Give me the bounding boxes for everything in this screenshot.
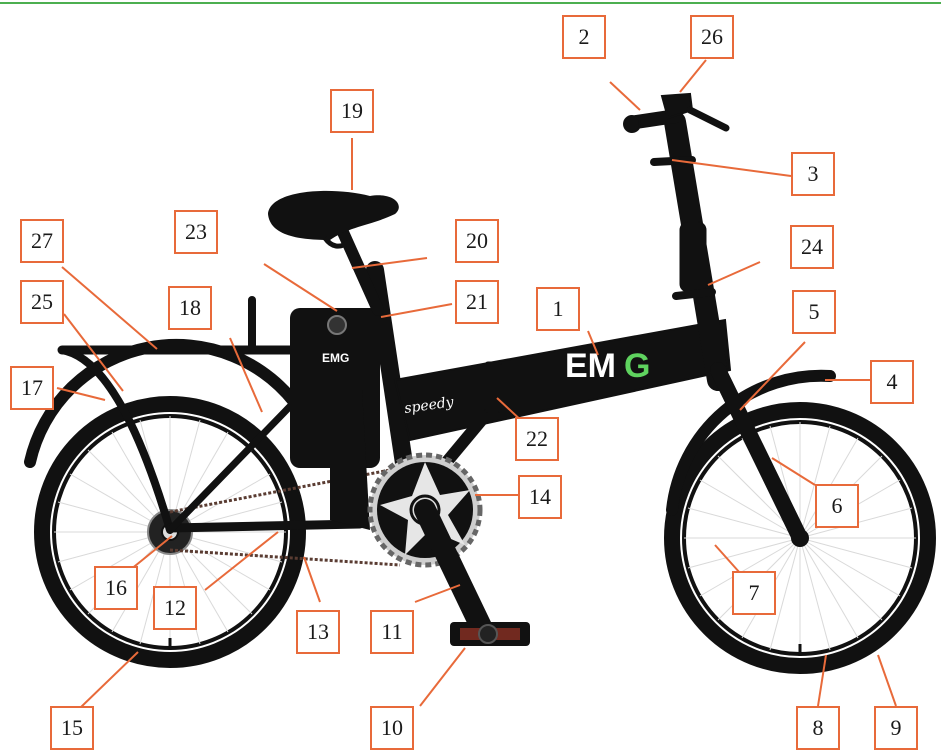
callout-16: 16 [94,566,138,610]
leader-26 [680,60,706,92]
main-logo: EM G [565,347,650,385]
callout-15: 15 [50,706,94,750]
chainstay [170,524,360,528]
leader-10 [420,648,465,706]
callout-13: 13 [296,610,340,654]
leader-12 [205,532,278,590]
svg-text:EM: EM [565,347,616,385]
callout-14: 14 [518,475,562,519]
callout-8: 8 [796,706,840,750]
leader-2 [610,82,640,110]
battery-logo: EMG [322,351,349,365]
battery-lock [328,316,346,334]
saddle [268,191,399,240]
callout-21: 21 [455,280,499,324]
pedal [450,622,530,646]
leader-9 [878,655,896,706]
leader-21 [381,304,452,317]
leader-24 [708,262,760,285]
callout-22: 22 [515,417,559,461]
callout-26: 26 [690,15,734,59]
callout-4: 4 [870,360,914,404]
leader-15 [80,652,138,708]
leader-27 [62,267,157,349]
callout-19: 19 [330,89,374,133]
svg-text:G: G [624,347,650,385]
callout-17: 17 [10,366,54,410]
callout-9: 9 [874,706,918,750]
callout-11: 11 [370,610,414,654]
callout-12: 12 [153,586,197,630]
callout-23: 23 [174,210,218,254]
battery: EMG [290,308,380,530]
callout-6: 6 [815,484,859,528]
leader-7 [715,545,740,573]
callout-7: 7 [732,571,776,615]
callout-25: 25 [20,280,64,324]
callout-5: 5 [792,290,836,334]
callout-20: 20 [455,219,499,263]
leader-13 [304,557,320,602]
callout-24: 24 [790,225,834,269]
callout-3: 3 [791,152,835,196]
callout-27: 27 [20,219,64,263]
callout-18: 18 [168,286,212,330]
leader-23 [264,264,337,311]
callout-1: 1 [536,287,580,331]
callout-2: 2 [562,15,606,59]
callout-10: 10 [370,706,414,750]
